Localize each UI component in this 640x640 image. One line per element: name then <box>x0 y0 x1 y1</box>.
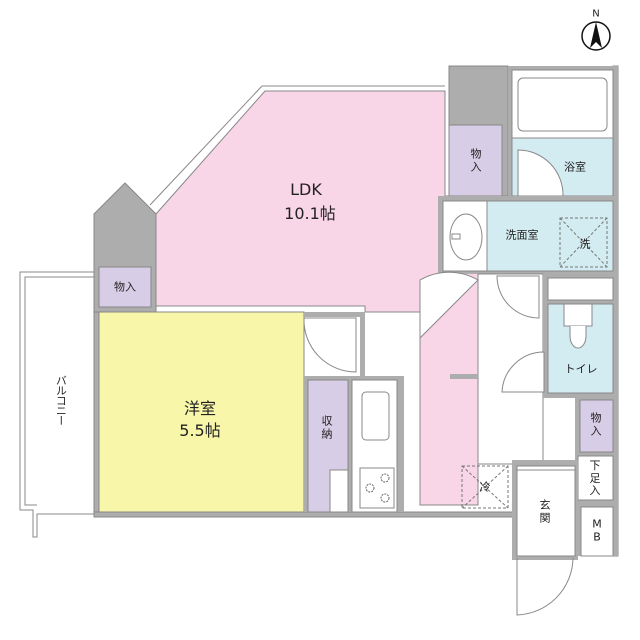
ldk-name: LDK <box>290 179 322 199</box>
washer-space <box>559 217 608 268</box>
washer-label: 洗 <box>579 237 591 251</box>
bathroom-label: 浴室 <box>564 160 586 174</box>
shoe-box <box>577 455 614 501</box>
compass-label: N <box>592 8 600 20</box>
entrance <box>516 465 576 557</box>
balcony-label: バルコニー <box>54 375 68 425</box>
entrance-label: 玄 関 <box>539 498 551 524</box>
north-arrow-icon <box>581 21 611 51</box>
western-room <box>98 311 305 513</box>
western-size: 5.5帖 <box>179 420 221 440</box>
closet-label: 収 納 <box>321 414 333 440</box>
balcony <box>19 271 94 538</box>
fridge-label: 冷 <box>479 480 491 494</box>
storage-right-label: 物 入 <box>590 411 602 437</box>
storage-top-label: 物 入 <box>470 147 482 173</box>
meter-box-label: M B <box>592 517 602 543</box>
ldk-size: 10.1帖 <box>284 203 336 223</box>
ldk-room <box>155 90 479 506</box>
storage-left-label: 物入 <box>114 280 136 294</box>
washroom-label: 洗面室 <box>505 228 539 242</box>
toilet-label: トイレ <box>564 362 598 376</box>
storage-top <box>448 124 503 197</box>
meter-box <box>580 506 614 557</box>
fridge-space <box>461 465 509 509</box>
storage-right <box>579 399 614 453</box>
western-name: 洋室 <box>183 398 217 418</box>
shoe-box-label: 下 足 入 <box>589 459 601 498</box>
washroom <box>486 200 614 272</box>
storage-left <box>98 266 152 308</box>
